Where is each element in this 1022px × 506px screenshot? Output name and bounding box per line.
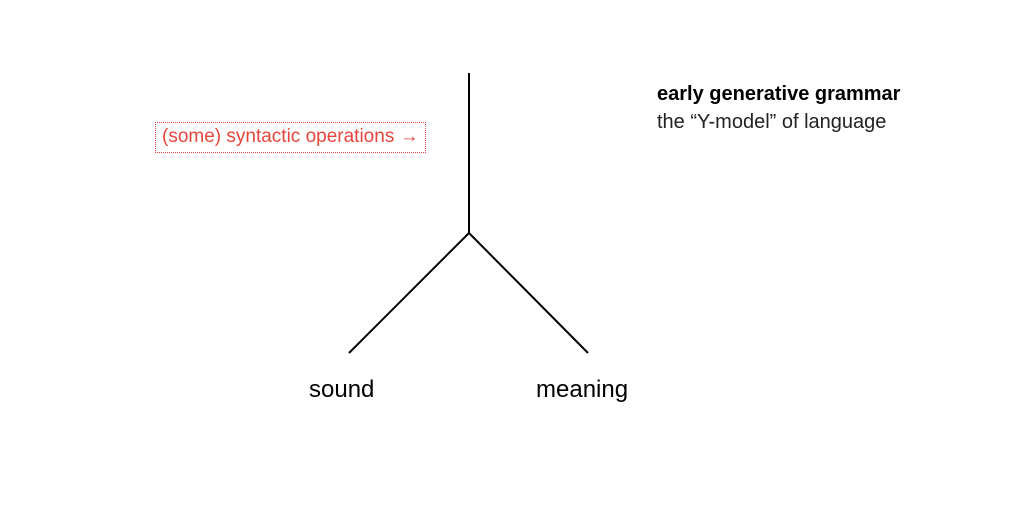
diagram-title: early generative grammar [657, 83, 901, 105]
leaf-label-sound: sound [309, 376, 375, 403]
syntactic-operations-annotation: (some) syntactic operations → [155, 122, 426, 153]
leaf-label-meaning: meaning [536, 376, 629, 403]
title-block: early generative grammar the “Y-model” o… [657, 80, 900, 136]
left-branch-line [348, 232, 470, 354]
right-branch-line [468, 232, 589, 354]
diagram-subtitle: the “Y-model” of language [657, 111, 887, 133]
